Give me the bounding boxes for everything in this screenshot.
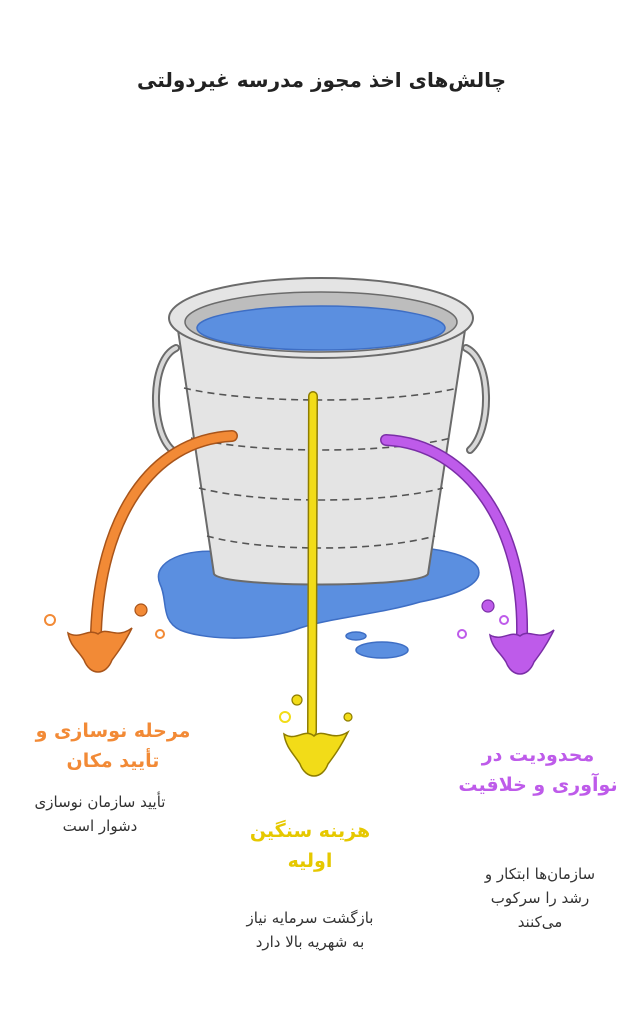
purple-droplet: [499, 615, 509, 625]
purple-droplet: [481, 599, 495, 613]
yellow-droplet: [279, 711, 291, 723]
desc-line: می‌کنند: [517, 913, 563, 931]
desc-renovation-approval: تأیید سازمان نوسازی دشوار است: [0, 790, 200, 838]
bucket-body: [176, 329, 467, 586]
desc-innovation-limits: سازمان‌ها ابتکار و رشد را سرکوب می‌کنند: [440, 862, 640, 934]
desc-line: سازمان‌ها ابتکار و: [484, 865, 596, 883]
orange-droplet: [134, 603, 148, 617]
desc-line: به شهریه بالا دارد: [255, 933, 365, 951]
desc-line: تأیید سازمان نوسازی: [34, 793, 166, 811]
heading-line: تأیید مکان: [66, 750, 160, 772]
bucket-water: [196, 305, 446, 351]
orange-droplet: [44, 614, 56, 626]
heading-line: هزینه سنگین: [249, 820, 371, 842]
heading-innovation-limits: محدودیت در نوآوری و خلاقیت: [436, 740, 640, 800]
desc-line: رشد را سرکوب: [490, 889, 590, 907]
desc-line: دشوار است: [62, 817, 138, 835]
heading-line: نوآوری و خلاقیت: [458, 774, 618, 796]
purple-droplet: [457, 629, 467, 639]
yellow-droplet: [291, 694, 303, 706]
yellow-droplet: [343, 712, 353, 722]
heading-line: اولیه: [287, 850, 333, 872]
heading-renovation-approval: مرحله نوسازی و تأیید مکان: [10, 716, 216, 776]
page-title: چالش‌های اخذ مجوز مدرسه غیردولتی: [136, 68, 507, 92]
puddle-drop-large: [355, 641, 409, 659]
desc-line: بازگشت سرمایه نیاز: [246, 909, 374, 927]
orange-droplet: [155, 629, 165, 639]
yellow-splash: [283, 729, 350, 777]
heading-line: مرحله نوسازی و: [35, 720, 191, 742]
orange-splash: [67, 627, 133, 673]
heading-line: محدودیت در: [481, 744, 595, 766]
heading-initial-cost: هزینه سنگین اولیه: [220, 816, 400, 876]
purple-splash: [489, 629, 555, 675]
bucket-handle: [152, 344, 180, 454]
puddle-drop-small: [345, 631, 367, 641]
desc-initial-cost: بازگشت سرمایه نیاز به شهریه بالا دارد: [208, 906, 412, 954]
